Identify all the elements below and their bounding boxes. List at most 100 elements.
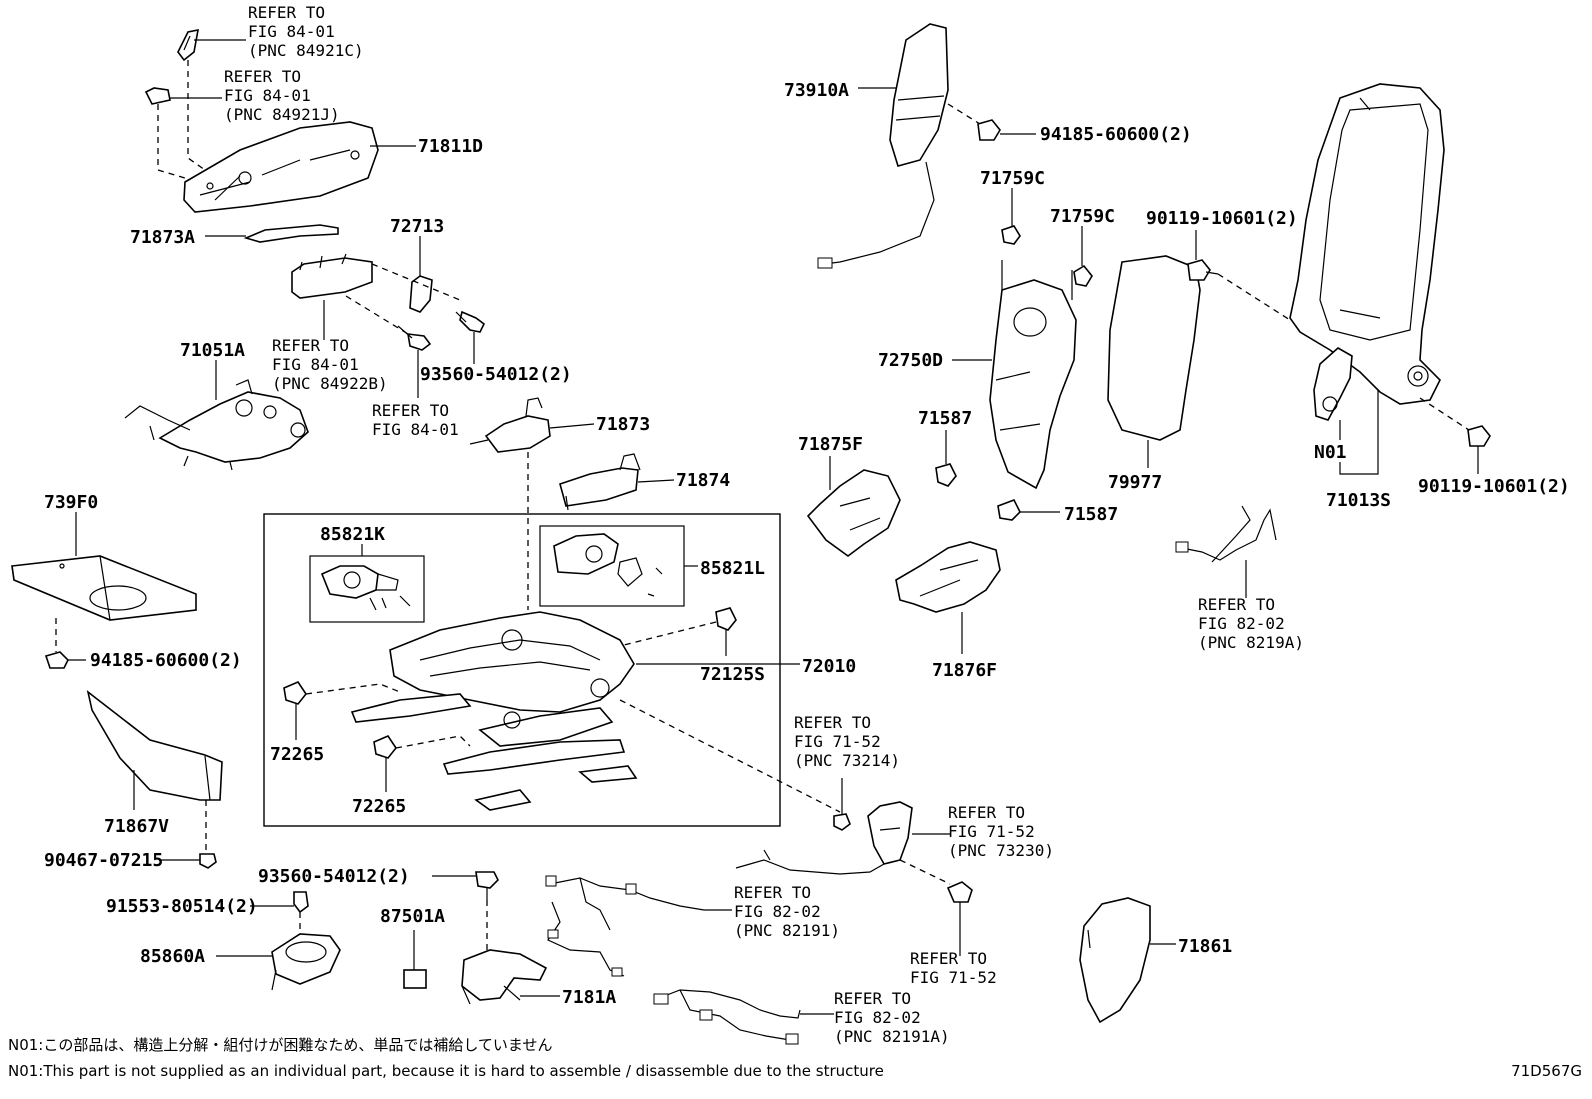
figure-code: 71D567G bbox=[1511, 1062, 1582, 1080]
part-71873-cable-clip bbox=[469, 397, 551, 453]
label-71013S: 71013S bbox=[1326, 490, 1391, 511]
part-71874-bracket bbox=[559, 453, 641, 511]
label-72713: 72713 bbox=[390, 216, 444, 237]
ref-84921C: REFER TO FIG 84-01 (PNC 84921C) bbox=[248, 3, 364, 60]
svg-text:(PNC 73230): (PNC 73230) bbox=[948, 841, 1054, 860]
label-85821L: 85821L bbox=[700, 558, 765, 579]
part-73214-bolt bbox=[833, 813, 851, 831]
part-71-52-nut bbox=[946, 881, 973, 903]
ref-82191: REFER TO FIG 82-02 (PNC 82191) bbox=[734, 883, 840, 940]
part-72265-clip-a bbox=[283, 681, 307, 705]
svg-text:(PNC 84922B): (PNC 84922B) bbox=[272, 374, 388, 393]
label-71587-a: 71587 bbox=[918, 408, 972, 429]
part-82191-harness bbox=[545, 875, 705, 977]
label-87501A: 87501A bbox=[380, 906, 445, 927]
label-71874: 71874 bbox=[676, 470, 730, 491]
svg-text:FIG 84-01: FIG 84-01 bbox=[224, 86, 311, 105]
label-90119-10601-b: 90119-10601(2) bbox=[1418, 476, 1570, 497]
ref-84921J: REFER TO FIG 84-01 (PNC 84921J) bbox=[224, 67, 340, 124]
label-N01: N01 bbox=[1314, 442, 1347, 463]
part-739F0-board bbox=[11, 555, 197, 621]
part-screw-84-01 bbox=[397, 325, 432, 351]
svg-text:FIG 71-52: FIG 71-52 bbox=[910, 968, 997, 987]
label-73910A: 73910A bbox=[784, 80, 849, 101]
part-85821K-motor-box bbox=[309, 555, 425, 623]
part-71861-cover bbox=[1079, 897, 1151, 1024]
part-84921J-knob bbox=[144, 87, 171, 105]
ref-73230: REFER TO FIG 71-52 (PNC 73230) bbox=[948, 803, 1054, 860]
label-72265-b: 72265 bbox=[352, 796, 406, 817]
svg-text:REFER TO: REFER TO bbox=[272, 336, 349, 355]
ref-71-52: REFER TO FIG 71-52 bbox=[910, 949, 997, 987]
part-72713-bracket bbox=[291, 253, 373, 299]
ref-8219A: REFER TO FIG 82-02 (PNC 8219A) bbox=[1198, 595, 1304, 652]
seat-track-group-box bbox=[263, 513, 781, 827]
label-71759C-a: 71759C bbox=[980, 168, 1045, 189]
part-90119-bolt-a bbox=[1187, 259, 1219, 281]
label-72265-a: 72265 bbox=[270, 744, 324, 765]
label-7181A: 7181A bbox=[562, 987, 616, 1008]
part-71876F-bracket bbox=[895, 541, 1001, 613]
ref-82191A: REFER TO FIG 82-02 (PNC 82191A) bbox=[834, 989, 950, 1046]
part-91553-screw bbox=[293, 891, 309, 914]
part-72265-clip-b bbox=[373, 735, 397, 759]
part-87501A-sensor bbox=[403, 969, 427, 989]
part-73230-buckle bbox=[735, 801, 913, 875]
svg-text:FIG 71-52: FIG 71-52 bbox=[794, 732, 881, 751]
label-71873A: 71873A bbox=[130, 227, 195, 248]
part-85860A-motor bbox=[271, 933, 341, 991]
label-94185-60600-right: 94185-60600(2) bbox=[1040, 124, 1192, 145]
svg-text:REFER TO: REFER TO bbox=[248, 3, 325, 22]
part-71587-clip-a bbox=[935, 463, 957, 487]
part-82191A-harness bbox=[653, 989, 801, 1045]
label-90119-10601-a: 90119-10601(2) bbox=[1146, 208, 1298, 229]
svg-text:REFER TO: REFER TO bbox=[224, 67, 301, 86]
part-94185-nut-left bbox=[44, 651, 69, 669]
svg-text:REFER TO: REFER TO bbox=[948, 803, 1025, 822]
part-79977-pad bbox=[1107, 255, 1201, 441]
label-739F0: 739F0 bbox=[44, 492, 98, 513]
part-71867V-cover bbox=[86, 690, 223, 801]
label-85821K: 85821K bbox=[320, 524, 385, 545]
ref-84922B: REFER TO FIG 84-01 (PNC 84922B) bbox=[272, 336, 388, 393]
part-84921C-knob bbox=[177, 28, 199, 62]
svg-text:FIG 84-01: FIG 84-01 bbox=[248, 22, 335, 41]
svg-text:FIG 84-01: FIG 84-01 bbox=[272, 355, 359, 374]
label-94185-60600-left: 94185-60600(2) bbox=[90, 650, 242, 671]
part-71811D-shield bbox=[183, 121, 379, 213]
part-71013S-frame bbox=[1289, 83, 1445, 405]
label-93560-54012-top: 93560-54012(2) bbox=[420, 364, 572, 385]
part-N01-motor bbox=[1313, 347, 1353, 421]
part-71587-clip-b bbox=[997, 498, 1021, 521]
label-71759C-b: 71759C bbox=[1050, 206, 1115, 227]
svg-text:REFER TO: REFER TO bbox=[1198, 595, 1275, 614]
part-93560-screw-bottom bbox=[475, 871, 499, 900]
label-93560-54012-bottom: 93560-54012(2) bbox=[258, 866, 410, 887]
label-71587-b: 71587 bbox=[1064, 504, 1118, 525]
svg-text:(PNC 73214): (PNC 73214) bbox=[794, 751, 900, 770]
label-71051A: 71051A bbox=[180, 340, 245, 361]
label-72010: 72010 bbox=[802, 656, 856, 677]
part-8219A-harness bbox=[1175, 505, 1277, 563]
label-91553-80514: 91553-80514(2) bbox=[106, 896, 258, 917]
note-n01-english: N01:This part is not supplied as an indi… bbox=[8, 1062, 884, 1080]
svg-text:(PNC 84921J): (PNC 84921J) bbox=[224, 105, 340, 124]
svg-text:REFER TO: REFER TO bbox=[734, 883, 811, 902]
svg-text:REFER TO: REFER TO bbox=[372, 401, 449, 420]
label-85860A: 85860A bbox=[140, 946, 205, 967]
part-72010-seat-track bbox=[350, 611, 638, 811]
label-72750D: 72750D bbox=[878, 350, 943, 371]
label-72125S: 72125S bbox=[700, 664, 765, 685]
note-n01-japanese: N01:この部品は、構造上分解・組付けが困難なため、単品では補給していません bbox=[8, 1036, 553, 1054]
label-71875F: 71875F bbox=[798, 434, 863, 455]
part-71873A-rod bbox=[243, 224, 339, 243]
part-71759C-clip-b bbox=[1073, 264, 1093, 287]
label-71867V: 71867V bbox=[104, 816, 169, 837]
svg-text:REFER TO: REFER TO bbox=[794, 713, 871, 732]
part-72125S-clip bbox=[715, 607, 737, 631]
ref-73214: REFER TO FIG 71-52 (PNC 73214) bbox=[794, 713, 900, 770]
part-93560-screw-top bbox=[455, 310, 486, 333]
part-71051A-mechanism bbox=[124, 379, 309, 471]
svg-text:FIG 82-02: FIG 82-02 bbox=[1198, 614, 1285, 633]
label-79977: 79977 bbox=[1108, 472, 1162, 493]
